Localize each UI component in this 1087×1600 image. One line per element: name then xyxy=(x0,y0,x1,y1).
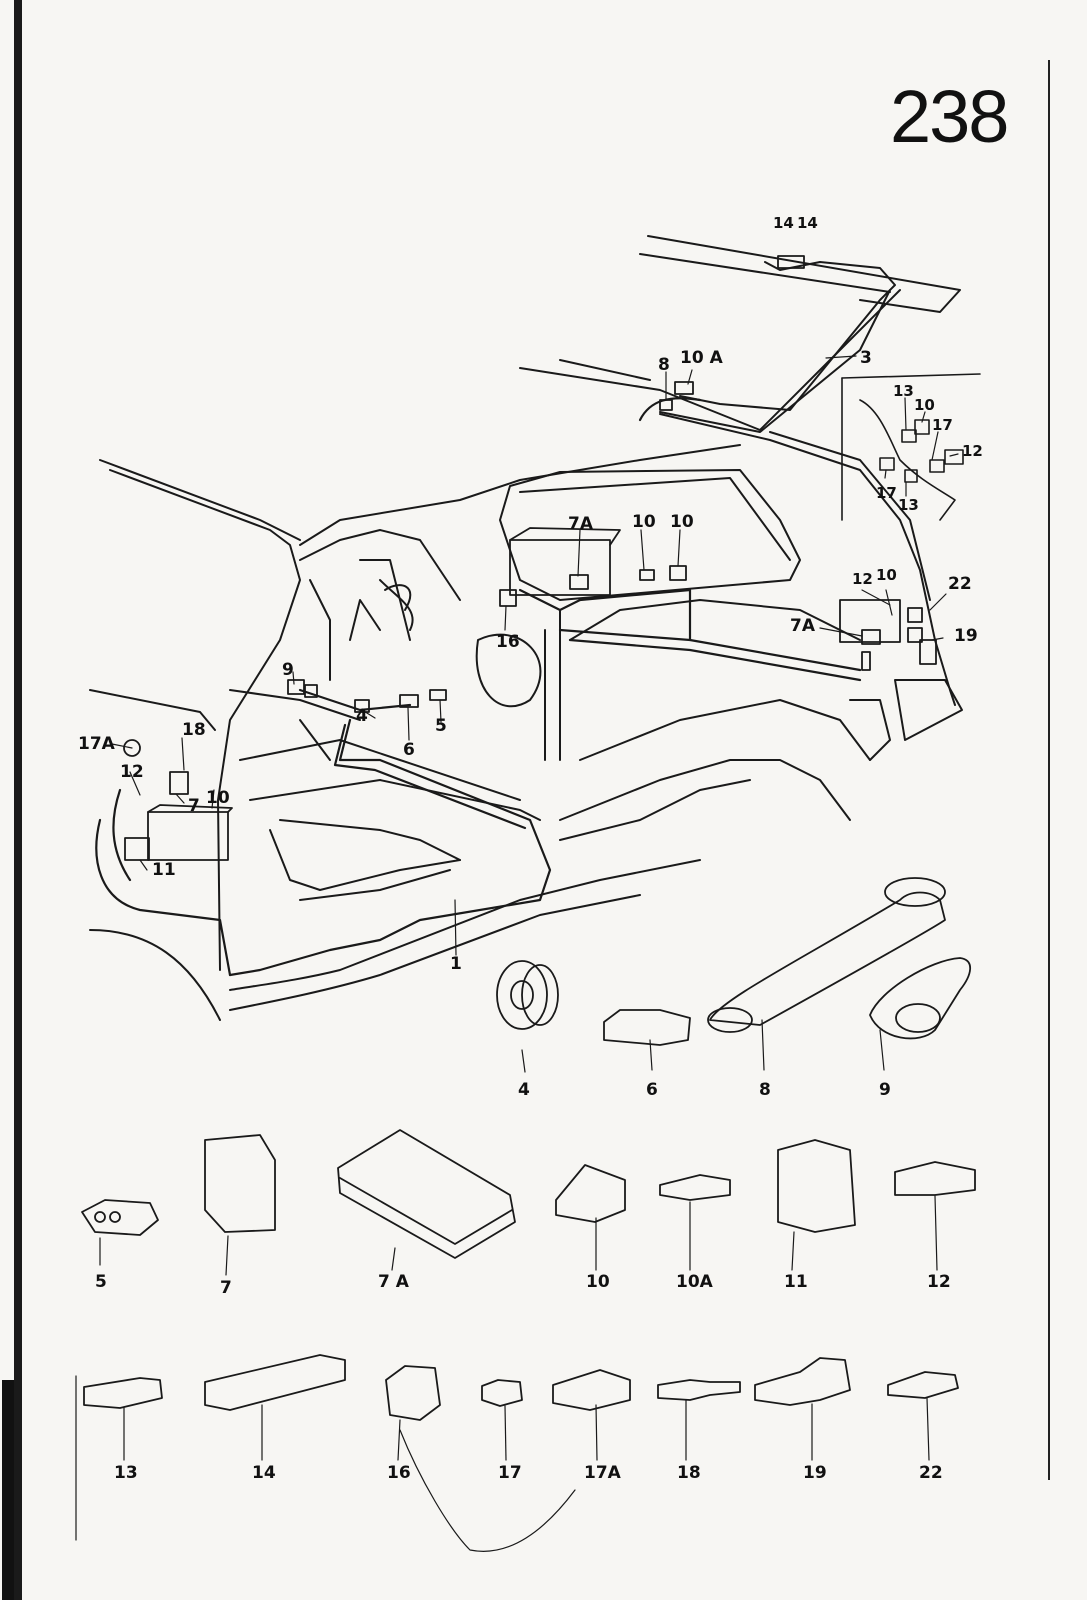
callout-11: 11 xyxy=(152,860,176,880)
part-label: 13 xyxy=(114,1463,138,1483)
car-body-outline xyxy=(89,413,963,1021)
rear-window-outline xyxy=(519,235,961,433)
part-label: 17 xyxy=(498,1463,522,1483)
part-illustrations-row2 xyxy=(81,1129,976,1259)
callout-7A: 7A xyxy=(568,514,593,534)
callout-22: 22 xyxy=(948,574,972,594)
part-4-grommet xyxy=(496,960,548,1030)
part-label: 5 xyxy=(95,1272,107,1292)
callout-9: 9 xyxy=(282,660,294,680)
part-9-boot xyxy=(869,957,972,1040)
part-label: 10A xyxy=(676,1272,713,1292)
part-illustrations-row1 xyxy=(496,877,972,1046)
callout-17: 17 xyxy=(876,484,897,502)
callout-12: 12 xyxy=(120,762,144,782)
callout-10: 10 xyxy=(876,566,897,584)
part-17A xyxy=(552,1369,631,1411)
part-label: 4 xyxy=(518,1080,530,1100)
part-label: 7 xyxy=(220,1278,232,1298)
page-number: 238 xyxy=(890,75,1009,158)
part-label: 16 xyxy=(387,1463,411,1483)
callout-1: 1 xyxy=(450,954,462,974)
callout-14: 14 xyxy=(797,214,818,232)
callout-13: 13 xyxy=(898,496,919,514)
scan-binding-edge xyxy=(14,0,22,1600)
callout-17: 17 xyxy=(932,416,953,434)
callout-3: 3 xyxy=(860,348,872,368)
components xyxy=(123,255,937,861)
right-margin-rule xyxy=(1048,60,1050,1480)
part-14 xyxy=(204,1354,346,1411)
part-label: 9 xyxy=(879,1080,891,1100)
part-18 xyxy=(657,1379,741,1401)
part-11-connector-block xyxy=(777,1139,856,1233)
part-5 xyxy=(81,1199,159,1236)
callout-7: 7 xyxy=(188,796,200,816)
part-22 xyxy=(887,1371,959,1399)
callout-12: 12 xyxy=(852,570,873,588)
part-label: 8 xyxy=(759,1080,771,1100)
part-17 xyxy=(481,1379,523,1407)
part-10A xyxy=(659,1174,731,1201)
part-7A-fuse-box xyxy=(337,1129,516,1259)
callout-17A: 17A xyxy=(78,734,115,754)
part-13 xyxy=(83,1377,163,1409)
callout-13: 13 xyxy=(893,382,914,400)
callout-18: 18 xyxy=(182,720,206,740)
part-illustrations-row3 xyxy=(75,1354,959,1552)
part-6-connector xyxy=(603,1009,691,1046)
callout-10: 10 xyxy=(670,512,694,532)
wiring-harness xyxy=(95,397,862,977)
callout-12: 12 xyxy=(962,442,983,460)
part-label: 11 xyxy=(784,1272,808,1292)
part-label: 18 xyxy=(677,1463,701,1483)
callout-8: 8 xyxy=(658,355,670,375)
part-8-hose xyxy=(709,891,946,1026)
part-label: 14 xyxy=(252,1463,276,1483)
callout-10A: 10 A xyxy=(680,348,723,368)
part-10 xyxy=(555,1164,626,1223)
part-label: 10 xyxy=(586,1272,610,1292)
part-label: 19 xyxy=(803,1463,827,1483)
part-label: 6 xyxy=(646,1080,658,1100)
callout-4: 4 xyxy=(356,706,368,726)
part-label: 7 A xyxy=(378,1272,409,1292)
part-7-relay-plate xyxy=(204,1134,276,1233)
leader-lines xyxy=(111,355,959,1073)
callout-5: 5 xyxy=(435,716,447,736)
callout-10: 10 xyxy=(914,396,935,414)
part-label: 17A xyxy=(584,1463,621,1483)
callout-14: 14 xyxy=(773,214,794,232)
callout-10: 10 xyxy=(632,512,656,532)
callout-7A: 7A xyxy=(790,616,815,636)
part-19 xyxy=(754,1357,851,1406)
part-label: 12 xyxy=(927,1272,951,1292)
callout-6: 6 xyxy=(403,740,415,760)
part-12 xyxy=(894,1161,976,1196)
part-leader-lines xyxy=(99,1195,938,1461)
part-16 xyxy=(385,1365,441,1421)
inset-detail xyxy=(841,373,981,521)
scan-binding-edge-lower xyxy=(2,1380,14,1600)
callout-10: 10 xyxy=(206,788,230,808)
part-label: 22 xyxy=(919,1463,943,1483)
callout-19: 19 xyxy=(954,626,978,646)
callout-16: 16 xyxy=(496,632,520,652)
